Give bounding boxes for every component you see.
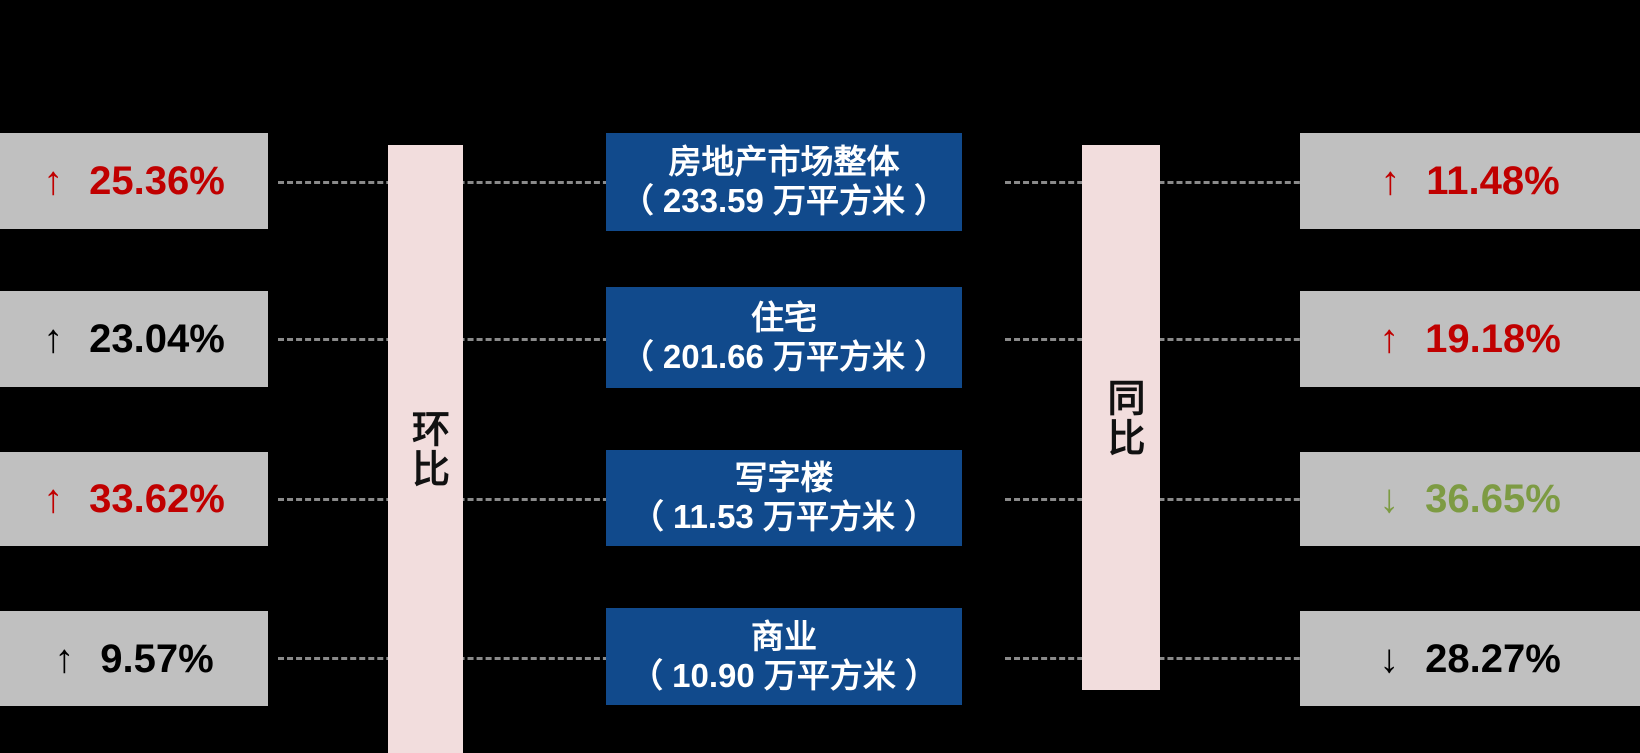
mom-value-row-3: 33.62% xyxy=(89,477,225,521)
arrow-up-icon: ↑ xyxy=(43,477,64,521)
yoy-value-row-1: 11.48% xyxy=(1426,159,1560,203)
yoy-metric-content-row-1: ↑ 11.48% xyxy=(1380,161,1559,201)
mom-metric-box-row-4[interactable]: ↑ 9.57% xyxy=(0,611,268,706)
yoy-metric-content-row-2: ↑ 19.18% xyxy=(1379,319,1561,359)
yoy-metric-box-row-2[interactable]: ↑ 19.18% xyxy=(1300,291,1640,387)
mom-metric-box-row-2[interactable]: ↑ 23.04% xyxy=(0,291,268,387)
mom-metric-content-row-1: ↑ 25.36% xyxy=(43,161,225,201)
category-amount-row-4: （ 10.90 万平方米 ） xyxy=(629,656,939,694)
connector-right-row-3 xyxy=(1005,498,1363,501)
yoy-value-row-2: 19.18% xyxy=(1425,317,1561,361)
yoy-metric-box-row-1[interactable]: ↑ 11.48% xyxy=(1300,133,1640,229)
arrow-up-icon: ↑ xyxy=(1380,159,1401,203)
arrow-up-icon: ↑ xyxy=(43,317,64,361)
yoy-metric-content-row-3: ↓ 36.65% xyxy=(1379,479,1561,519)
yoy-band: 同比 xyxy=(1082,145,1160,690)
arrow-up-icon: ↑ xyxy=(1379,317,1400,361)
category-name-row-1: 房地产市场整体 xyxy=(668,143,900,181)
yoy-band-label: 同比 xyxy=(1100,377,1143,458)
mom-metric-box-row-3[interactable]: ↑ 33.62% xyxy=(0,452,268,546)
mom-value-row-4: 9.57% xyxy=(100,636,214,681)
category-name-row-3: 写字楼 xyxy=(734,459,834,497)
mom-metric-content-row-2: ↑ 23.04% xyxy=(43,319,225,359)
category-amount-row-2: （ 201.66 万平方米 ） xyxy=(620,337,948,375)
category-name-row-4: 商业 xyxy=(751,617,817,655)
arrow-up-icon: ↑ xyxy=(54,636,75,681)
arrow-down-icon: ↓ xyxy=(1379,636,1400,681)
arrow-up-icon: ↑ xyxy=(43,159,64,203)
yoy-value-row-3: 36.65% xyxy=(1425,477,1561,521)
mom-value-row-1: 25.36% xyxy=(89,159,225,203)
yoy-metric-box-row-3[interactable]: ↓ 36.65% xyxy=(1300,452,1640,546)
category-box-row-3[interactable]: 写字楼 （ 11.53 万平方米 ） xyxy=(606,450,962,546)
yoy-value-row-4: 28.27% xyxy=(1425,636,1561,681)
mom-band: 环比 xyxy=(388,145,463,753)
category-name-row-2: 住宅 xyxy=(751,298,817,336)
category-amount-row-1: （ 233.59 万平方米 ） xyxy=(620,182,948,219)
mom-value-row-2: 23.04% xyxy=(89,317,225,361)
connector-right-row-2 xyxy=(1005,338,1363,341)
yoy-metric-box-row-4[interactable]: ↓ 28.27% xyxy=(1300,611,1640,706)
yoy-metric-content-row-4: ↓ 28.27% xyxy=(1379,639,1561,679)
connector-right-row-4 xyxy=(1005,657,1363,660)
mom-metric-content-row-4: ↑ 9.57% xyxy=(54,639,213,679)
mom-metric-box-row-1[interactable]: ↑ 25.36% xyxy=(0,133,268,229)
mom-band-label: 环比 xyxy=(405,409,448,489)
category-amount-row-3: （ 11.53 万平方米 ） xyxy=(630,498,938,535)
category-box-row-2[interactable]: 住宅 （ 201.66 万平方米 ） xyxy=(606,287,962,388)
category-box-row-4[interactable]: 商业 （ 10.90 万平方米 ） xyxy=(606,608,962,705)
connector-right-row-1 xyxy=(1005,181,1363,184)
arrow-down-icon: ↓ xyxy=(1379,477,1400,521)
mom-metric-content-row-3: ↑ 33.62% xyxy=(43,479,225,519)
category-box-row-1[interactable]: 房地产市场整体 （ 233.59 万平方米 ） xyxy=(606,133,962,231)
